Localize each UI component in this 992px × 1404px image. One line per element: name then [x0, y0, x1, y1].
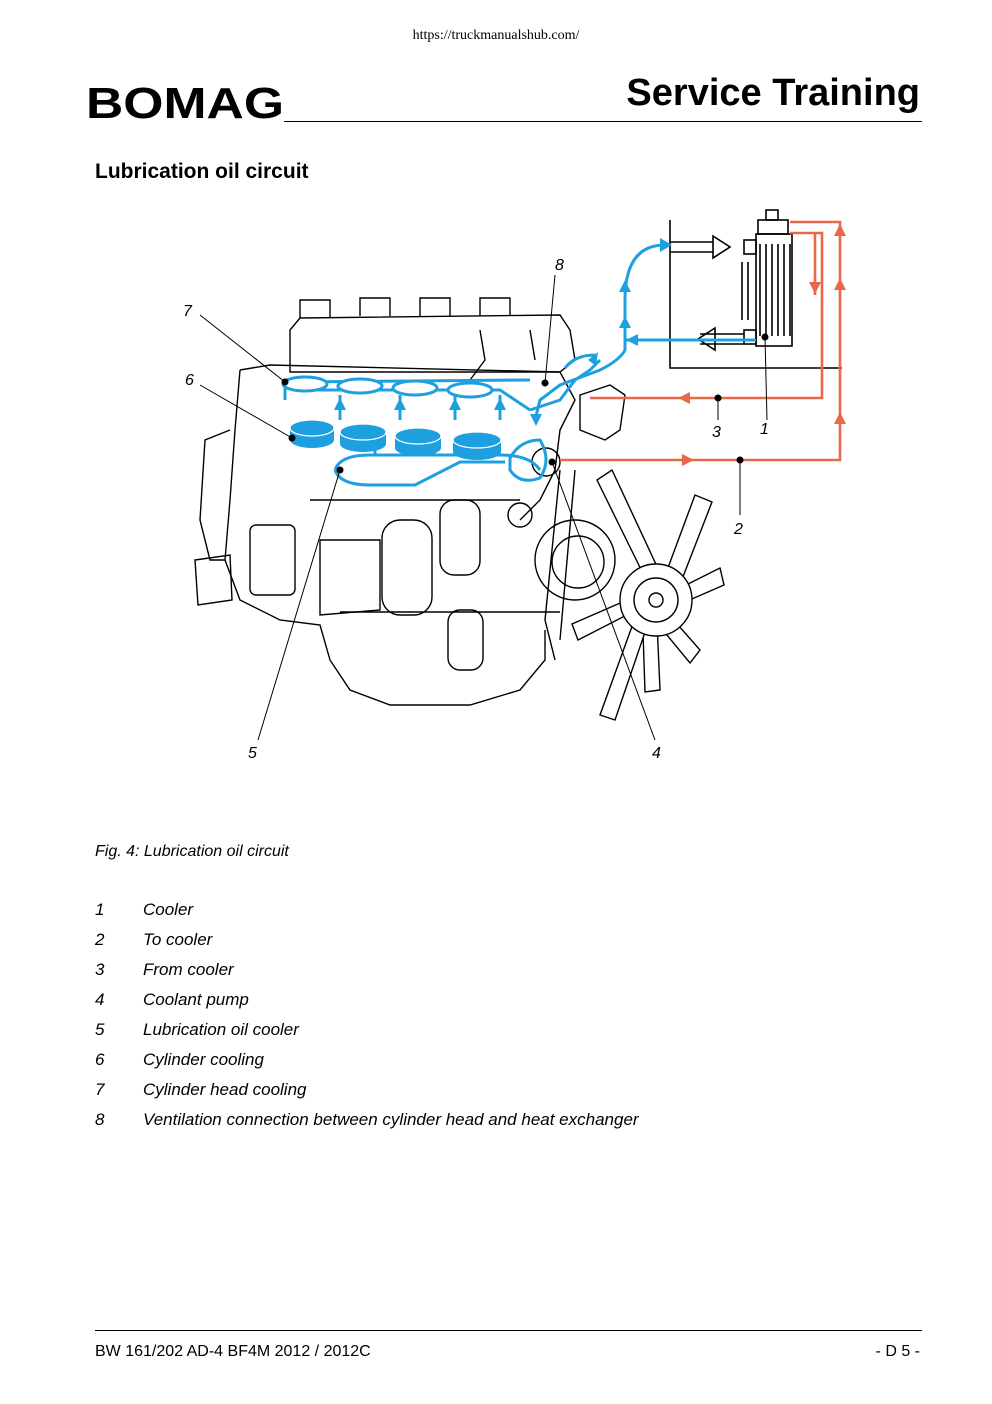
legend-item: 7 Cylinder head cooling — [95, 1080, 639, 1110]
engine-diagram: 1 2 3 4 5 6 7 8 — [183, 209, 846, 762]
legend-item: 4 Coolant pump — [95, 990, 639, 1020]
callout-5: 5 — [248, 745, 257, 762]
legend-text: Cooler — [143, 900, 194, 919]
legend-number: 3 — [95, 960, 105, 979]
section-heading: Lubrication oil circuit — [95, 160, 309, 183]
header-divider — [284, 121, 922, 122]
callout-3: 3 — [712, 424, 721, 441]
legend-number: 1 — [95, 900, 105, 919]
header-title: Service Training — [626, 72, 920, 114]
legend-number: 2 — [95, 930, 105, 949]
callout-leaders — [199, 274, 768, 741]
callout-7: 7 — [183, 303, 193, 320]
callout-8: 8 — [555, 257, 564, 274]
figure-caption: Fig. 4: Lubrication oil circuit — [95, 843, 289, 860]
callout-2: 2 — [733, 521, 743, 538]
legend-item: 5 Lubrication oil cooler — [95, 1020, 639, 1050]
legend-number: 5 — [95, 1020, 105, 1039]
callout-4: 4 — [652, 745, 661, 762]
legend-item: 2 To cooler — [95, 930, 639, 960]
legend-item: 8 Ventilation connection between cylinder… — [95, 1110, 639, 1140]
legend-item: 1 Cooler — [95, 900, 639, 930]
legend-list: 1 Cooler 2 To cooler 3 From cooler 4 Coolant… — [95, 900, 639, 1140]
callout-dots — [281, 333, 769, 474]
legend-text: Cylinder cooling — [143, 1050, 264, 1069]
svg-text:BOMAG: BOMAG — [86, 80, 284, 122]
callout-6: 6 — [185, 372, 194, 389]
cooler-illustration — [669, 209, 842, 369]
cylinder-cooling-discs — [289, 419, 502, 460]
bomag-logo: BOMAG — [86, 80, 284, 122]
legend-number: 4 — [95, 990, 105, 1009]
legend-text: Coolant pump — [143, 990, 249, 1009]
cold-coolant-lines — [283, 243, 756, 487]
callout-labels: 1 2 3 4 5 6 7 8 — [183, 257, 769, 762]
footer-model: BW 161/202 AD-4 BF4M 2012 / 2012C — [95, 1343, 371, 1360]
engine-illustration — [194, 297, 626, 706]
cold-flow-arrows — [334, 238, 672, 426]
legend-number: 6 — [95, 1050, 105, 1069]
legend-item: 6 Cylinder cooling — [95, 1050, 639, 1080]
legend-number: 7 — [95, 1080, 105, 1099]
legend-text: To cooler — [143, 930, 213, 949]
footer-page-number: - D 5 - — [875, 1343, 920, 1360]
fan-illustration — [571, 468, 725, 721]
cylinder-head-channels — [281, 375, 494, 399]
callout-1: 1 — [760, 421, 769, 438]
legend-item: 3 From cooler — [95, 960, 639, 990]
legend-text: From cooler — [143, 960, 234, 979]
footer-divider — [95, 1330, 922, 1331]
source-url[interactable]: https://truckmanualshub.com/ — [412, 28, 580, 43]
legend-text: Lubrication oil cooler — [143, 1020, 299, 1039]
legend-number: 8 — [95, 1110, 105, 1129]
hot-flow-arrows — [678, 224, 846, 466]
legend-text: Ventilation connection between cylinder … — [143, 1110, 639, 1129]
legend-text: Cylinder head cooling — [143, 1080, 307, 1099]
